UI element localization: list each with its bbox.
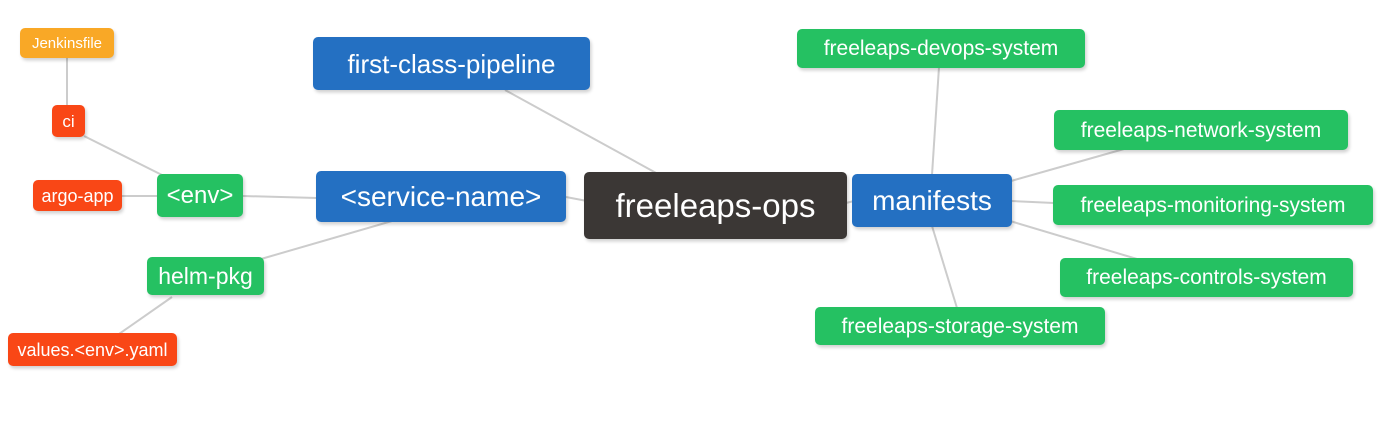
edge-manifests-devops — [931, 66, 940, 176]
edge-env-service-name — [242, 195, 318, 199]
node-env[interactable]: <env> — [157, 174, 243, 217]
node-freeleaps-controls-system[interactable]: freeleaps-controls-system — [1060, 258, 1353, 297]
edge-ci-env — [83, 135, 169, 179]
node-jenkinsfile[interactable]: Jenkinsfile — [20, 28, 114, 58]
node-freeleaps-ops-root[interactable]: freeleaps-ops — [584, 172, 847, 239]
node-freeleaps-monitoring-system[interactable]: freeleaps-monitoring-system — [1053, 185, 1373, 225]
node-values-env-yaml[interactable]: values.<env>.yaml — [8, 333, 177, 366]
edge-fcp-freeleaps-ops — [504, 89, 659, 175]
edge-manifests-storage — [931, 225, 958, 309]
node-ci[interactable]: ci — [52, 105, 85, 137]
edge-manifests-controls — [1009, 220, 1138, 260]
node-helm-pkg[interactable]: helm-pkg — [147, 257, 264, 295]
edge-manifests-monitoring — [1010, 200, 1055, 204]
node-freeleaps-network-system[interactable]: freeleaps-network-system — [1054, 110, 1348, 150]
edge-values-helm-pkg — [118, 296, 173, 335]
edge-helm-pkg-service-name — [260, 220, 393, 260]
edge-manifests-network — [1010, 148, 1125, 182]
node-manifests[interactable]: manifests — [852, 174, 1012, 227]
node-argo-app[interactable]: argo-app — [33, 180, 122, 211]
edge-service-name-ops — [565, 196, 588, 202]
node-freeleaps-storage-system[interactable]: freeleaps-storage-system — [815, 307, 1105, 345]
node-freeleaps-devops-system[interactable]: freeleaps-devops-system — [797, 29, 1085, 68]
node-service-name[interactable]: <service-name> — [316, 171, 566, 222]
node-first-class-pipeline[interactable]: first-class-pipeline — [313, 37, 590, 90]
